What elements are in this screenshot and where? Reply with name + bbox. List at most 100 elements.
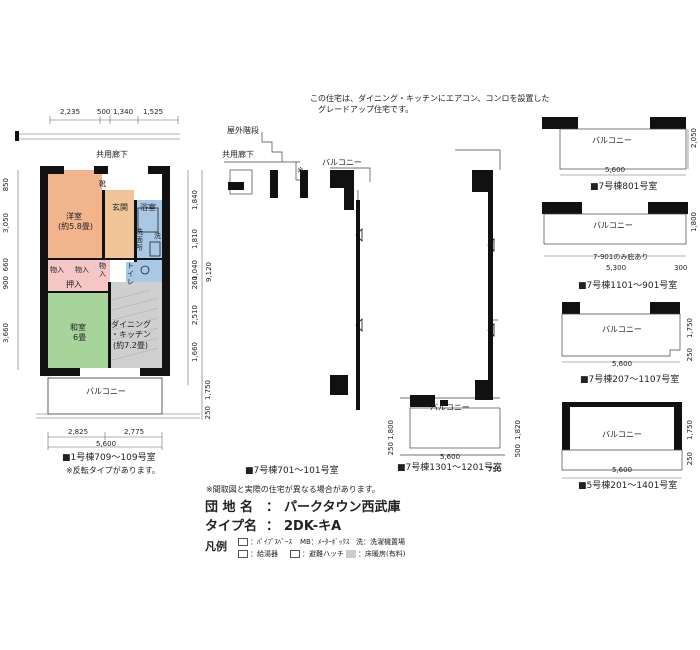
pipe-space-icon — [238, 538, 248, 546]
label-dk-2: ・キッチン — [111, 330, 151, 339]
label-balcony-701: バルコニー — [322, 158, 362, 167]
dim-bottom-total: 5,600 — [96, 440, 117, 448]
dim-top-3: 1,340 — [113, 108, 134, 116]
label-oshiire: 押入 — [66, 280, 82, 289]
label-storage-2: 物入 — [75, 266, 89, 274]
width-5-201: 5,600 — [612, 466, 633, 474]
dim-top-2: 500 — [97, 108, 111, 116]
dim-right-4: 260 — [191, 276, 199, 290]
type-value: 2DK-キA — [284, 519, 342, 534]
plan-1101-diagram — [542, 202, 688, 257]
label-mark-701: ※ — [297, 166, 304, 175]
depth-801: 2,050 — [690, 128, 698, 149]
label-balcony-801: バルコニー — [592, 136, 632, 145]
floor-heating-icon — [346, 550, 356, 558]
water-heater-icon — [238, 550, 248, 558]
dim-bottom-2: 2,775 — [124, 428, 145, 436]
caption-207: ■7号棟207～1107号室 — [580, 375, 680, 385]
width-207: 5,600 — [612, 360, 633, 368]
wet-area — [134, 200, 162, 262]
dim-top-1: 2,235 — [60, 108, 81, 116]
main-caption: ■1号棟709～109号室 — [62, 453, 156, 463]
caption-701: ■7号棟701～101号室 — [245, 466, 339, 476]
complex-value: パークタウン西武庫 — [284, 500, 401, 515]
note-line-1: この住宅は、ダイニング・キッチンにエアコン、コンロを設置した — [310, 94, 550, 103]
caption-1301: ■7号棟1301～1201号室 — [397, 463, 503, 473]
plan-5-201-diagram — [561, 402, 683, 479]
dim-left-5: 3,660 — [2, 323, 10, 344]
main-note: ※反転タイプがあります。 — [66, 466, 160, 475]
balcony-area — [47, 377, 163, 415]
extra-207: 250 — [686, 348, 694, 362]
legend-item-mb: MB：ﾒｰﾀｰﾎﾞｯｸｽ — [300, 538, 350, 546]
label-toilet: トイレ — [127, 262, 134, 286]
legend-item-hatch: ：避難ハッチ — [290, 550, 344, 558]
dim-1301-4: 1,820 — [514, 420, 522, 441]
dim-1301-1: 1,800 — [387, 420, 395, 441]
legend-item-floor-heating: ：床暖房(有料) — [346, 550, 405, 558]
label-western-size: (約5.8畳) — [58, 222, 93, 231]
label-corridor-701: 共用廊下 — [222, 150, 254, 159]
label-balcony-1101: バルコニー — [593, 221, 633, 230]
type-label: タイプ名 — [205, 519, 258, 534]
corridor-label: 共用廊下 — [96, 150, 128, 159]
caption-5-201: ■5号棟201～1401号室 — [578, 481, 678, 491]
dim-bottom-1: 2,825 — [68, 428, 89, 436]
dim-right-5: 2,510 — [191, 305, 199, 326]
complex-label: 団 地 名 — [205, 500, 254, 515]
complex-colon: ： — [266, 500, 280, 515]
plan-1301-diagram — [400, 149, 505, 456]
type-colon: ： — [266, 519, 280, 534]
plan-801-diagram — [542, 117, 689, 176]
depth-207: 1,750 — [686, 318, 694, 339]
label-washroom: 洗面所 — [136, 228, 143, 252]
depth-1101: 1,800 — [690, 212, 698, 233]
plan-207-diagram — [561, 302, 681, 363]
dim-right-2: 1,810 — [191, 229, 199, 250]
dim-top-4: 1,525 — [143, 108, 164, 116]
disclaimer: ※間取図と実際の住宅が異なる場合があります。 — [206, 485, 380, 494]
width-1101: 5,300 — [606, 264, 627, 272]
escape-hatch-icon — [290, 550, 300, 558]
extra-1101: 300 — [674, 264, 688, 272]
note-1101: 7-901のみ庇あり — [593, 253, 649, 261]
caption-1101: ■7号棟1101～901号室 — [578, 281, 678, 291]
label-stairs: 屋外階段 — [227, 126, 259, 135]
caption-801: ■7号棟801号室 — [590, 182, 658, 192]
width-1301: 5,600 — [440, 453, 461, 461]
legend-item-heater: ：給湯器 — [238, 550, 278, 558]
label-bath: 浴室 — [140, 203, 156, 212]
plan-701-diagram — [224, 132, 371, 410]
dim-right-6: 1,660 — [191, 342, 199, 363]
label-entrance: 玄関 — [112, 203, 128, 212]
dim-left-1: 850 — [2, 178, 10, 192]
dim-right-1: 1,840 — [191, 190, 199, 211]
entrance-area — [102, 190, 134, 260]
label-storage-3: 物入 — [99, 262, 106, 278]
note-line-2: グレードアップ住宅です。 — [318, 105, 414, 114]
depth-5-201: 1,750 — [686, 420, 694, 441]
label-wash: 洗 — [154, 232, 161, 240]
label-balcony-5-201: バルコニー — [602, 430, 642, 439]
storage-area — [48, 260, 110, 293]
label-western: 洋室 — [66, 212, 82, 221]
dim-left-4: 660 — [2, 258, 10, 272]
western-room — [48, 170, 102, 260]
legend-item-washer: 洗：洗濯機置場 — [356, 538, 405, 546]
label-balcony-1301: バルコニー — [430, 403, 470, 412]
label-japanese-size: 6畳 — [73, 333, 87, 342]
legend-title: 凡例 — [205, 540, 227, 553]
dim-1301-3: 500 — [514, 444, 522, 458]
width-801: 5,600 — [605, 166, 626, 174]
label-balcony-207: バルコニー — [602, 325, 642, 334]
dim-left-2: 3,050 — [2, 213, 10, 234]
label-shoe: 靴 — [99, 180, 106, 188]
label-storage-1: 物入 — [50, 266, 64, 274]
label-balcony: バルコニー — [86, 387, 126, 396]
main-floor-plan — [15, 116, 203, 450]
label-japanese: 和室 — [70, 323, 86, 332]
extra-5-201: 250 — [686, 452, 694, 466]
label-dk: ダイニング — [111, 320, 151, 329]
dim-1301-5: 750 — [488, 466, 502, 474]
